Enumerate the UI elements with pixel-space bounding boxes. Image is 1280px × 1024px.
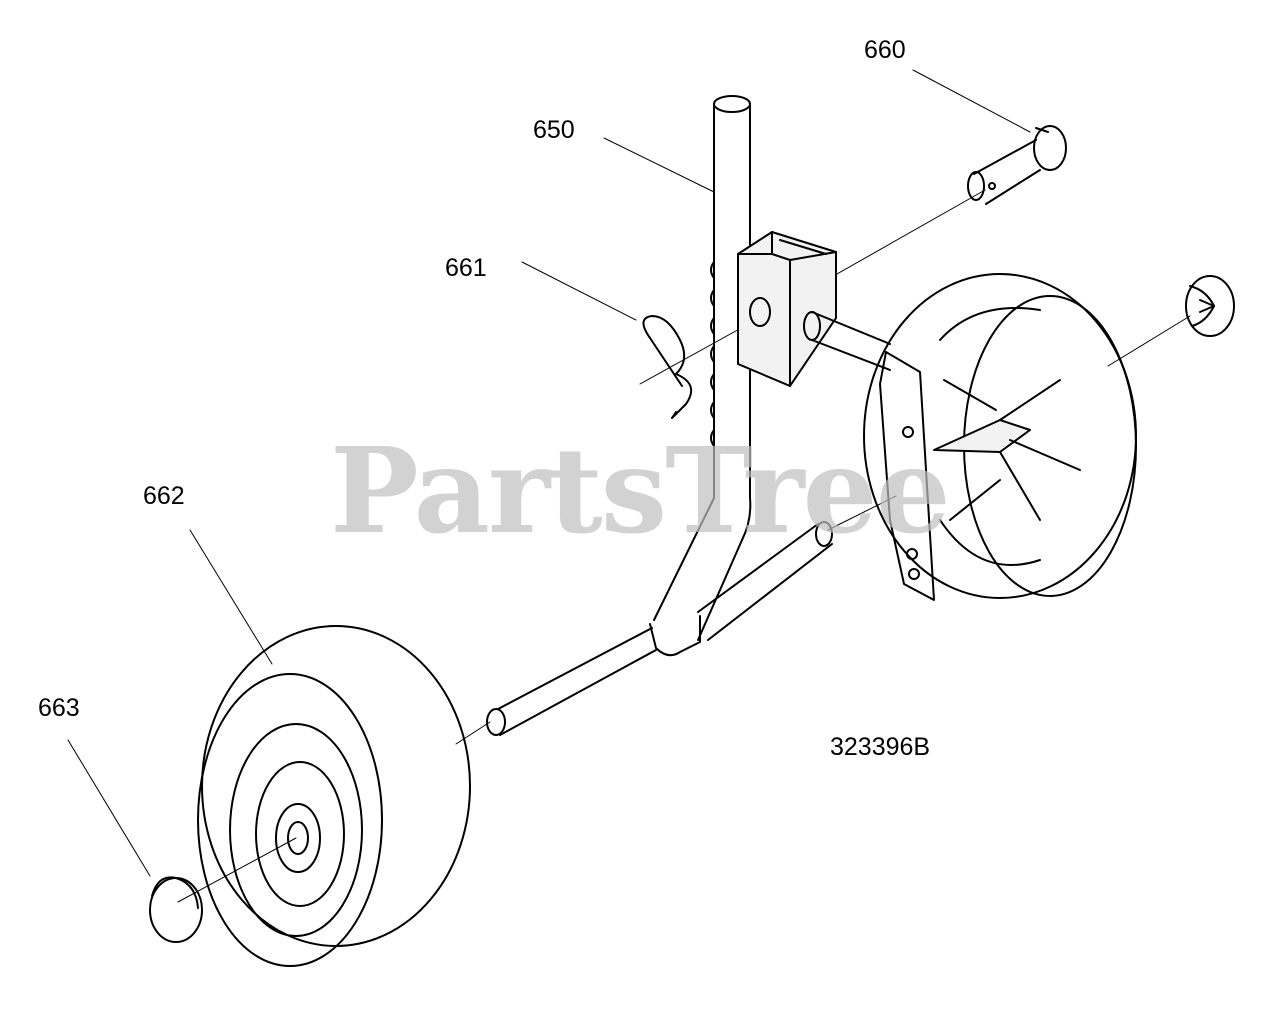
axis-line-hairpin xyxy=(639,321,753,385)
leader-line-663 xyxy=(67,739,151,877)
callout-661: 661 xyxy=(445,254,487,282)
axis-line-left-axle xyxy=(455,721,491,745)
part-663-hub-cap xyxy=(149,876,203,943)
part-662-left-wheel xyxy=(197,625,471,967)
axis-line-right-axle xyxy=(827,495,897,531)
right-hub-cap xyxy=(1185,275,1235,337)
leader-line-650 xyxy=(603,137,715,193)
leader-line-661 xyxy=(521,261,637,321)
callout-660: 660 xyxy=(864,36,906,64)
part-650-handle xyxy=(486,95,833,736)
part-660-clevis-pin xyxy=(967,125,1067,205)
watermark: PartsTree xyxy=(330,421,951,560)
leader-line-660 xyxy=(912,69,1031,133)
wheel-bracket xyxy=(737,231,935,601)
callout-662: 662 xyxy=(143,482,185,510)
right-wheel xyxy=(863,273,1137,599)
callout-663: 663 xyxy=(38,694,80,722)
leader-line-662 xyxy=(189,529,273,665)
axis-line-right-cap xyxy=(1107,315,1191,367)
callout-650: 650 xyxy=(533,116,575,144)
drawing-number: 323396B xyxy=(830,733,931,761)
part-661-hairpin-clip xyxy=(642,315,693,419)
